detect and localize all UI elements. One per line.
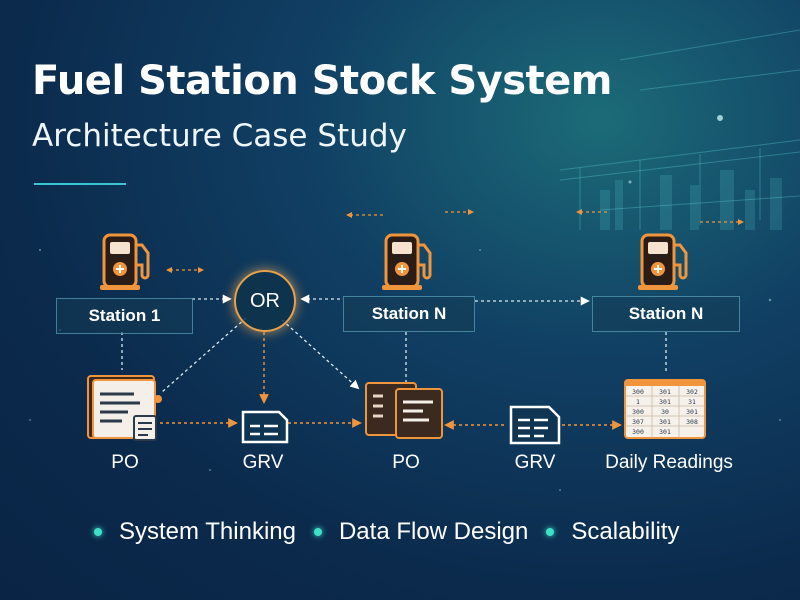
readings-table-icon: 300 301 302 1 301 31 300 30 301 307 301 308 300 301 [624, 379, 706, 439]
grv-label-left: GRV [242, 452, 284, 473]
readings-cell: 301 [659, 418, 671, 426]
tag-item: System Thinking [94, 518, 296, 546]
document-stack-icon [365, 382, 443, 439]
grv-label-right: GRV [514, 452, 556, 473]
bullet-dot-icon [94, 528, 102, 536]
fuel-pump-icon [638, 233, 688, 290]
readings-cell: 30 [661, 408, 669, 416]
document-stack-icon [87, 375, 157, 441]
readings-cell: 301 [659, 428, 671, 436]
readings-cell: 302 [686, 388, 698, 396]
feature-tags: System Thinking Data Flow Design Scalabi… [94, 518, 679, 546]
page-title: Fuel Station Stock System [32, 58, 612, 104]
readings-cell: 307 [632, 418, 644, 426]
po-label-left: PO [111, 452, 139, 473]
receipt-icon [241, 410, 289, 444]
bullet-dot-icon [546, 528, 555, 536]
readings-cell: 300 [632, 428, 644, 436]
readings-cell: 1 [636, 398, 640, 406]
readings-cell: 301 [659, 398, 671, 406]
tag-item: Data Flow Design [313, 518, 528, 546]
readings-cell: 300 [632, 408, 644, 416]
readings-cell: 31 [688, 398, 696, 406]
readings-cell: 301 [686, 408, 698, 416]
daily-readings-label: Daily Readings [605, 452, 733, 473]
receipt-icon [509, 405, 561, 445]
station-n-node-right[interactable]: Station N [592, 296, 740, 332]
readings-cell: 301 [659, 388, 671, 396]
station-n-node-middle[interactable]: Station N [343, 296, 475, 332]
title-divider [34, 183, 126, 185]
fuel-pump-icon [100, 233, 150, 290]
or-decision-node: OR [234, 270, 296, 332]
readings-cell: 308 [686, 418, 698, 426]
bullet-dot-icon [313, 528, 322, 536]
fuel-pump-icon [382, 233, 432, 290]
station-1-node[interactable]: Station 1 [56, 298, 193, 334]
readings-cell: 300 [632, 388, 644, 396]
po-label-middle: PO [392, 452, 420, 473]
tag-item: Scalability [546, 518, 679, 546]
page-subtitle: Architecture Case Study [32, 118, 407, 154]
